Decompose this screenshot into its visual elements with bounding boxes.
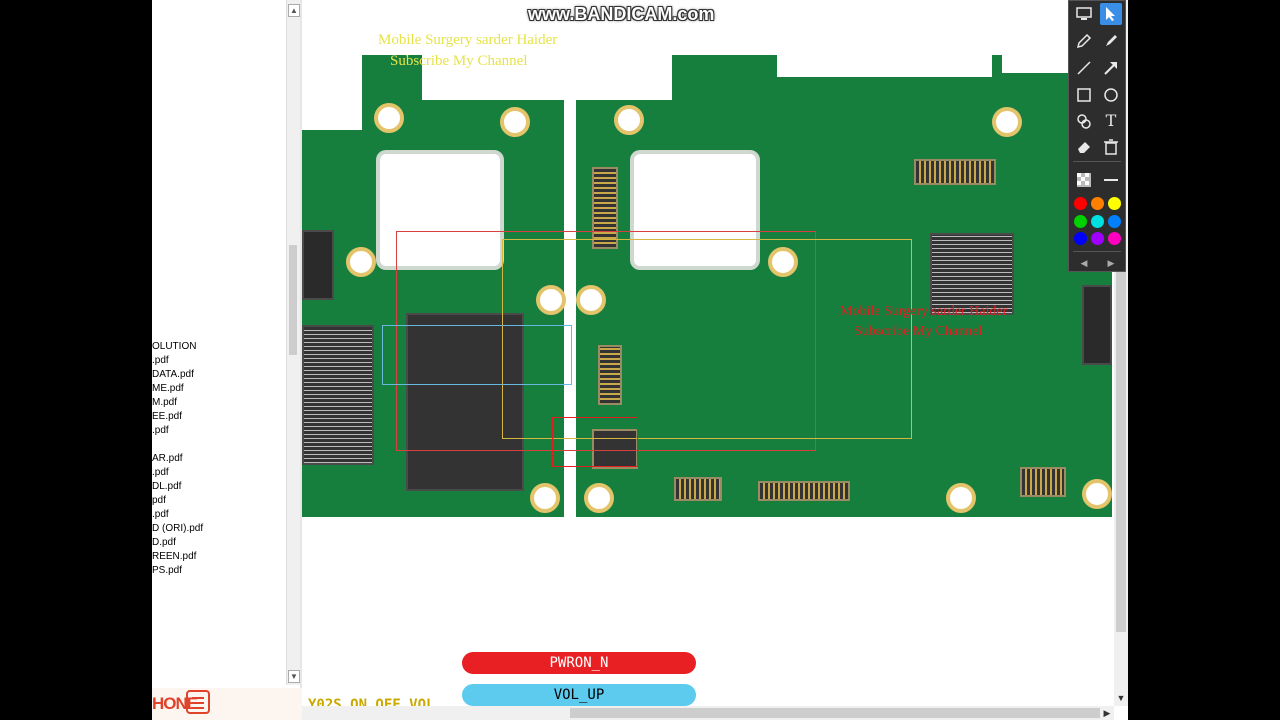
ellipse-icon[interactable] [1100, 84, 1122, 106]
pmic-chip [930, 233, 1014, 315]
arrow-icon[interactable] [1100, 57, 1122, 79]
rectangle-icon[interactable] [1073, 84, 1095, 106]
screw-hole [536, 285, 566, 315]
file-item[interactable]: REEN.pdf [152, 551, 197, 562]
color-swatch[interactable] [1074, 232, 1087, 245]
scroll-down-icon[interactable]: ▼ [1116, 693, 1126, 703]
color-swatch[interactable] [1074, 215, 1087, 228]
color-swatch[interactable] [1108, 215, 1121, 228]
file-item[interactable]: D (ORI).pdf [152, 523, 204, 534]
line-icon[interactable] [1073, 57, 1095, 79]
file-item[interactable]: M.pdf [152, 397, 178, 408]
color-swatch[interactable] [1074, 197, 1087, 210]
connector [758, 481, 850, 501]
camera-cutout [376, 150, 504, 270]
schematic-viewer-app: OLUTION .pdf DATA.pdf ME.pdf M.pdf EE.pd… [152, 0, 1128, 720]
screw-hole [530, 483, 560, 513]
panel-divider[interactable] [300, 0, 302, 720]
connector [914, 159, 996, 185]
eraser-icon[interactable] [1073, 136, 1095, 158]
recorder-watermark: www.BANDICAM.com [528, 4, 715, 24]
file-item[interactable]: pdf [152, 495, 166, 506]
color-swatch[interactable] [1091, 215, 1104, 228]
connector [592, 167, 618, 249]
pencil-icon[interactable] [1073, 30, 1095, 52]
file-list-scrollbar[interactable]: ▲ ▼ [286, 0, 300, 685]
scroll-right-icon[interactable]: ▶ [1103, 708, 1111, 718]
monitor-icon[interactable] [1073, 3, 1095, 25]
brand-logo-icon [186, 690, 210, 714]
cursor-icon[interactable] [1100, 3, 1122, 25]
screw-hole [374, 103, 404, 133]
file-item[interactable]: OLUTION [152, 341, 197, 352]
cpu-chip [406, 313, 524, 491]
connector [1020, 467, 1066, 497]
scrollbar-thumb[interactable] [289, 245, 297, 355]
file-item[interactable]: DL.pdf [152, 481, 182, 492]
file-item[interactable]: .pdf [152, 467, 169, 478]
screw-hole [992, 107, 1022, 137]
bga-chip [302, 325, 374, 465]
color-swatch[interactable] [1091, 197, 1104, 210]
color-swatch[interactable] [1108, 232, 1121, 245]
screw-hole [1082, 479, 1112, 509]
color-swatch[interactable] [1091, 232, 1104, 245]
file-item[interactable]: DATA.pdf [152, 369, 194, 380]
toolbar-prev-icon[interactable]: ◀ [1080, 258, 1088, 268]
mosaic-icon[interactable] [1073, 169, 1095, 191]
channel-watermark: Mobile Surgery sarder Haider [840, 304, 1008, 319]
toolbar-separator [1073, 161, 1121, 162]
scrollbar-thumb[interactable] [1116, 260, 1126, 632]
scroll-down-icon[interactable]: ▼ [288, 670, 300, 683]
scrollbar-thumb[interactable] [570, 708, 1100, 718]
file-item[interactable]: ME.pdf [152, 383, 184, 394]
file-item[interactable]: D.pdf [152, 537, 176, 548]
highlight-trace [502, 239, 912, 439]
screw-hole [576, 285, 606, 315]
line-width-icon[interactable] [1100, 169, 1122, 191]
file-item[interactable]: .pdf [152, 355, 169, 366]
toolbar-next-icon[interactable]: ▶ [1107, 258, 1115, 268]
drawing-toolbar: T ◀ ▶ [1068, 0, 1126, 272]
color-swatch[interactable] [1108, 197, 1121, 210]
camera-cutout [630, 150, 760, 270]
chip [1082, 285, 1112, 365]
file-item[interactable]: AR.pdf [152, 453, 183, 464]
screw-hole [768, 247, 798, 277]
toolbar-separator [1073, 251, 1121, 252]
highlight-trace [382, 325, 572, 385]
net-label-pwron[interactable]: PWRON_N [462, 652, 696, 674]
schematic-canvas[interactable]: Mobile Surgery sarder Haider Subscribe M… [302, 0, 1114, 713]
file-item[interactable]: EE.pdf [152, 411, 183, 422]
chip [302, 230, 334, 300]
text-icon[interactable]: T [1105, 111, 1117, 130]
channel-watermark: Mobile Surgery sarder Haider [378, 32, 558, 48]
pcb-board-image [302, 55, 1112, 517]
brand-bar [152, 688, 302, 720]
highlight-trace [552, 417, 638, 467]
scroll-up-icon[interactable]: ▲ [288, 4, 300, 17]
viewer-horizontal-scrollbar[interactable]: ▶ [302, 706, 1114, 720]
screw-hole [584, 483, 614, 513]
screw-hole [346, 247, 376, 277]
trash-icon[interactable] [1100, 136, 1122, 158]
channel-watermark: Subscribe My Channel [390, 53, 528, 69]
screw-hole [500, 107, 530, 137]
file-item[interactable]: .pdf [152, 425, 169, 436]
file-item[interactable] [152, 438, 203, 452]
file-list: OLUTION .pdf DATA.pdf ME.pdf M.pdf EE.pd… [152, 340, 203, 578]
connector [674, 477, 722, 501]
channel-watermark: Subscribe My Channel [854, 324, 983, 339]
file-list-panel: OLUTION .pdf DATA.pdf ME.pdf M.pdf EE.pd… [152, 0, 286, 685]
file-item[interactable]: PS.pdf [152, 565, 183, 576]
net-label-vol-up[interactable]: VOL_UP [462, 684, 696, 706]
highlight-trace [396, 231, 816, 451]
marker-icon[interactable] [1100, 30, 1122, 52]
connector [598, 345, 622, 405]
file-item[interactable]: .pdf [152, 509, 169, 520]
numbering-icon[interactable] [1073, 110, 1095, 132]
screw-hole [946, 483, 976, 513]
screw-hole [614, 105, 644, 135]
